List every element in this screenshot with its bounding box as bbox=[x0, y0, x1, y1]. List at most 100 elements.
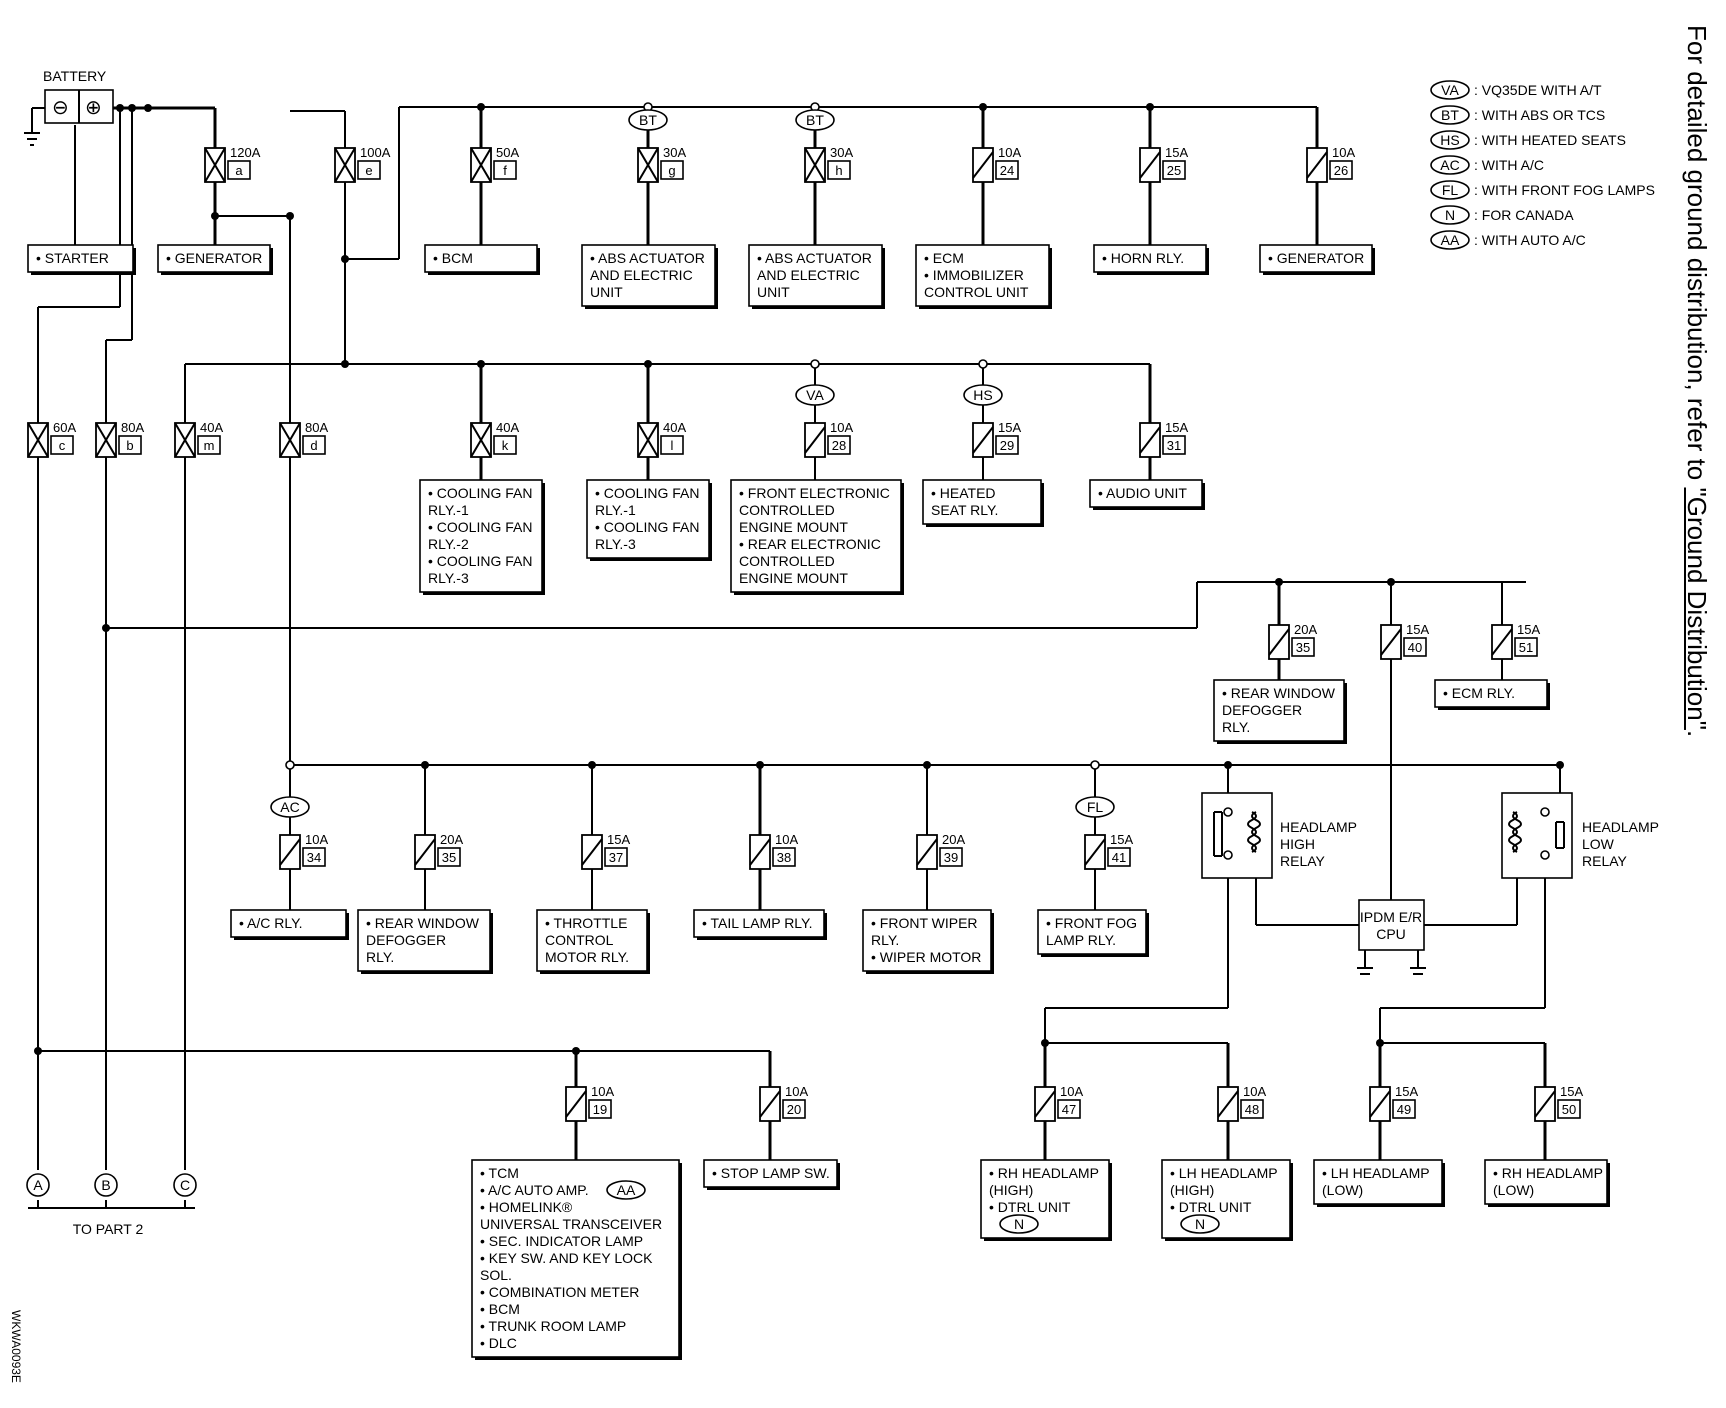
fuse-amp: 40A bbox=[496, 420, 519, 435]
fuse-amp: 15A bbox=[1165, 420, 1188, 435]
fuse-amp: 10A bbox=[830, 420, 853, 435]
load-text: CONTROLLED bbox=[739, 502, 835, 518]
load-text: • ABS ACTUATOR bbox=[757, 250, 872, 266]
legend-code: AC bbox=[1440, 157, 1459, 173]
load-text: • REAR WINDOW bbox=[366, 915, 480, 931]
headlamp-low-relay: HEADLAMP LOW RELAY bbox=[1501, 792, 1659, 879]
fuse-amp: 120A bbox=[230, 145, 261, 160]
fuse-amp: 20A bbox=[942, 832, 965, 847]
fuse-id: l bbox=[671, 438, 674, 453]
load-text: • RH HEADLAMP bbox=[1493, 1165, 1603, 1181]
load-ecm: • ECM• IMMOBILIZER CONTROL UNIT bbox=[915, 244, 1052, 309]
fuse-amp: 80A bbox=[121, 420, 144, 435]
condition-badge: FL bbox=[1087, 799, 1104, 815]
legend-item: BT: WITH ABS OR TCS bbox=[1430, 105, 1605, 125]
load-generator1: • GENERATOR bbox=[157, 244, 273, 275]
load-text: • FRONT FOG bbox=[1046, 915, 1137, 931]
load-text: (HIGH) bbox=[1170, 1182, 1214, 1198]
ground-distribution-link[interactable]: "Ground Distribution" bbox=[1682, 487, 1712, 730]
fuse-id: a bbox=[235, 163, 243, 178]
load-text: • DTRL UNIT bbox=[989, 1199, 1071, 1215]
fuse-amp: 20A bbox=[440, 832, 463, 847]
load-text: SEAT RLY. bbox=[931, 502, 998, 518]
load-text: • COOLING FAN bbox=[428, 519, 532, 535]
legend-text: : WITH ABS OR TCS bbox=[1474, 107, 1605, 123]
fuse-amp: 10A bbox=[785, 1084, 808, 1099]
load-text: • RH HEADLAMP bbox=[989, 1165, 1099, 1181]
fuse-amp: 10A bbox=[591, 1084, 614, 1099]
fuse-id: g bbox=[668, 163, 675, 178]
legend-text: : FOR CANADA bbox=[1474, 207, 1574, 223]
connector-b: B bbox=[101, 1177, 110, 1193]
load-bcm: • BCM bbox=[424, 244, 540, 275]
condition-badge: N bbox=[1014, 1216, 1024, 1232]
load-text: • REAR WINDOW bbox=[1222, 685, 1336, 701]
fuse-amp: 10A bbox=[1332, 145, 1355, 160]
load-text: • ECM RLY. bbox=[1443, 685, 1515, 701]
junction-dots bbox=[34, 102, 1564, 1055]
battery-plus-icon: ⊕ bbox=[85, 97, 102, 119]
fuse-id: 34 bbox=[307, 850, 321, 865]
load-text: CONTROL bbox=[545, 932, 614, 948]
fuse-amp: 15A bbox=[1406, 622, 1429, 637]
load-text: • FRONT WIPER bbox=[871, 915, 978, 931]
legend-code: AA bbox=[1441, 232, 1460, 248]
legend-item: FL: WITH FRONT FOG LAMPS bbox=[1430, 180, 1655, 200]
fuse-id: 19 bbox=[593, 1102, 607, 1117]
condition-badge: BT bbox=[639, 112, 657, 128]
fuse-id: 38 bbox=[777, 850, 791, 865]
ipdm-line1: IPDM E/R bbox=[1360, 909, 1422, 925]
load-tail_lamp: • TAIL LAMP RLY. bbox=[693, 909, 827, 940]
load-text: (HIGH) bbox=[989, 1182, 1033, 1198]
load-text: (LOW) bbox=[1493, 1182, 1534, 1198]
load-text: • BCM bbox=[480, 1301, 520, 1317]
legend-code: HS bbox=[1440, 132, 1459, 148]
ground-distribution-note: For detailed ground distribution, refer … bbox=[1676, 25, 1716, 925]
legend-text: : VQ35DE WITH A/T bbox=[1474, 82, 1602, 98]
fuse-amp: 15A bbox=[1517, 622, 1540, 637]
fuse-amp: 20A bbox=[1294, 622, 1317, 637]
fuse-amp: 10A bbox=[998, 145, 1021, 160]
ipdm-er-cpu: IPDM E/R CPU bbox=[1358, 899, 1425, 951]
fuse-amp: 80A bbox=[305, 420, 328, 435]
fuse-id: 31 bbox=[1167, 438, 1181, 453]
fuse-id: 29 bbox=[1000, 438, 1014, 453]
load-text: MOTOR RLY. bbox=[545, 949, 629, 965]
legend-item: AA: WITH AUTO A/C bbox=[1430, 230, 1586, 250]
load-text: • GENERATOR bbox=[1268, 250, 1364, 266]
fuse-amp: 10A bbox=[1060, 1084, 1083, 1099]
load-abs_h: • ABS ACTUATOR AND ELECTRIC UNIT bbox=[748, 244, 885, 309]
load-fog_lamp: • FRONT FOG LAMP RLY. bbox=[1037, 909, 1149, 957]
load-text: RLY. bbox=[1222, 719, 1250, 735]
fuse-amp: 10A bbox=[775, 832, 798, 847]
load-text: CONTROLLED bbox=[739, 553, 835, 569]
load-text: • HORN RLY. bbox=[1102, 250, 1184, 266]
ipdm-line2: CPU bbox=[1376, 926, 1406, 942]
fuse-f80b: 80A b bbox=[95, 420, 144, 458]
load-text: • FRONT ELECTRONIC bbox=[739, 485, 890, 501]
fuse-id: b bbox=[126, 438, 133, 453]
load-text: • A/C AUTO AMP. bbox=[480, 1182, 589, 1198]
load-text: AND ELECTRIC bbox=[757, 267, 860, 283]
legend-item: AC: WITH A/C bbox=[1430, 155, 1544, 175]
load-text: RLY.-1 bbox=[428, 502, 469, 518]
fuse-amp: 15A bbox=[607, 832, 630, 847]
legend-code: FL bbox=[1442, 182, 1459, 198]
load-engine_mount: • FRONT ELECTRONIC CONTROLLED ENGINE MOU… bbox=[730, 479, 904, 595]
